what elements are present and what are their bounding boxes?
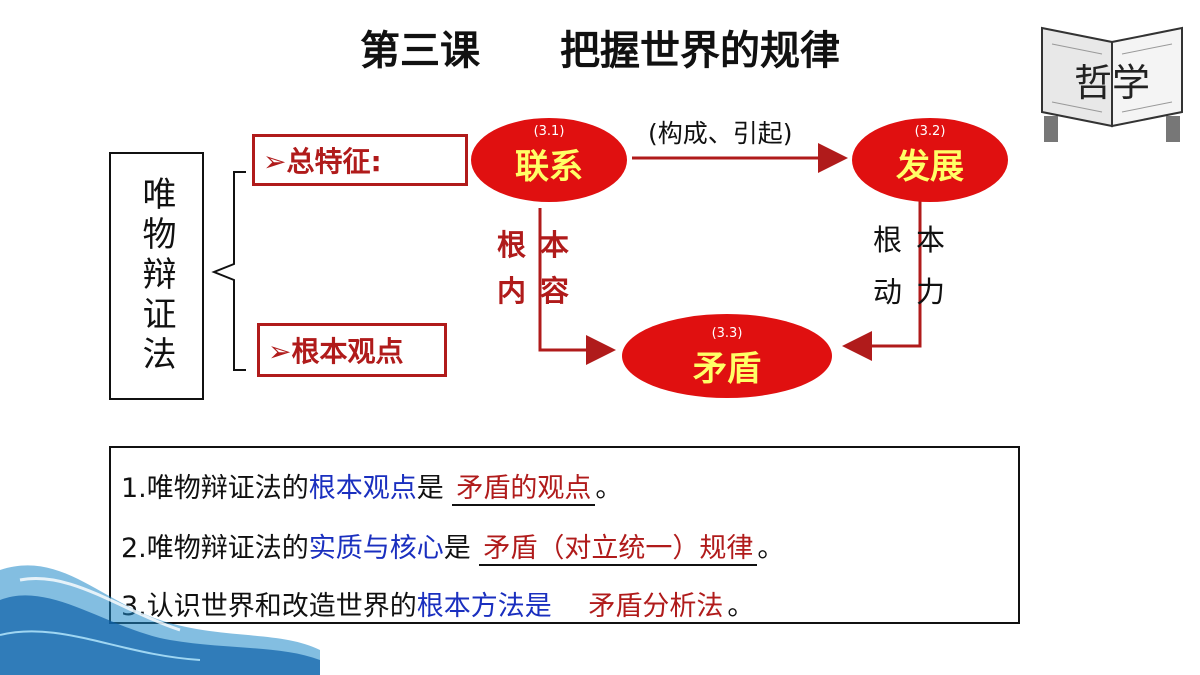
- edge-label-top: (构成、引起): [648, 119, 793, 148]
- basic-view-label: ➢根本观点: [268, 335, 404, 368]
- ellipse-lianxi: [471, 118, 627, 202]
- question-2-post: 是: [443, 533, 471, 564]
- question-2-text: 唯物辩证法的: [146, 533, 309, 564]
- page-title: 第三课 把握世界的规律: [0, 18, 1200, 76]
- arrow-fazhan-maodun: [842, 200, 922, 361]
- question-2: 2.唯物辩证法的实质与核心是 矛盾（对立统一）规律。: [121, 526, 785, 566]
- question-1-end: 。: [595, 473, 623, 504]
- ellipse-fazhan: [852, 118, 1008, 202]
- ellipse-maodun: [622, 314, 832, 398]
- question-1-answer: 矛盾的观点: [452, 473, 596, 506]
- question-1: 1.唯物辩证法的根本观点是 矛盾的观点。: [121, 466, 623, 506]
- question-3: 3.认识世界和改造世界的根本方法是 矛盾分析法。: [121, 584, 755, 624]
- question-3-answer: 矛盾分析法: [584, 591, 728, 624]
- edge-label-left: 根本 内容: [497, 222, 583, 314]
- question-3-end: 。: [727, 591, 755, 622]
- question-1-number: 1.: [121, 473, 147, 504]
- question-1-text: 唯物辩证法的: [146, 473, 309, 504]
- node-maodun: (3.3) 矛盾: [622, 326, 832, 390]
- lesson-number: 第三课: [360, 28, 480, 74]
- question-2-key: 实质与核心: [308, 533, 444, 564]
- node-maodun-label: 矛盾: [693, 349, 761, 389]
- brace: [211, 171, 246, 371]
- edge-label-right-line2: 动力: [873, 275, 960, 309]
- node-fazhan: (3.2) 发展: [852, 124, 1008, 188]
- question-3-key: 根本方法是: [416, 591, 552, 622]
- general-feature-label: ➢总特征:: [263, 145, 382, 178]
- basic-view-box: ➢根本观点: [257, 323, 447, 377]
- decorative-wave: [0, 565, 320, 675]
- node-fazhan-sub: (3.2): [914, 124, 946, 139]
- node-fazhan-label: 发展: [896, 147, 964, 187]
- node-maodun-sub: (3.3): [711, 326, 743, 341]
- edge-label-left-line1: 根本: [497, 228, 584, 262]
- question-2-number: 2.: [121, 533, 147, 564]
- question-2-end: 。: [757, 533, 785, 564]
- edge-label-right-line1: 根本: [873, 223, 960, 257]
- node-lianxi-label: 联系: [515, 147, 583, 187]
- question-1-key: 根本观点: [308, 473, 417, 504]
- philosophy-book-logo: 哲学: [1041, 26, 1183, 142]
- edge-label-left-line2: 内容: [497, 274, 584, 308]
- question-1-post: 是: [416, 473, 444, 504]
- dialectics-label: 唯物辩证法: [136, 176, 176, 376]
- dialectics-box: 唯物辩证法: [109, 152, 204, 400]
- lesson-topic: 把握世界的规律: [560, 28, 840, 74]
- general-feature-box: ➢总特征:: [252, 134, 468, 186]
- node-lianxi: (3.1) 联系: [471, 124, 627, 188]
- node-lianxi-sub: (3.1): [533, 124, 565, 139]
- edge-label-right: 根本 动力: [873, 214, 959, 318]
- logo-text: 哲学: [1074, 61, 1150, 105]
- question-2-answer: 矛盾（对立统一）规律: [479, 533, 758, 566]
- question-3-text: 认识世界和改造世界的: [146, 591, 417, 622]
- arrow-lianxi-maodun: [538, 208, 616, 365]
- question-box: 1.唯物辩证法的根本观点是 矛盾的观点。 2.唯物辩证法的实质与核心是 矛盾（对…: [109, 446, 1020, 624]
